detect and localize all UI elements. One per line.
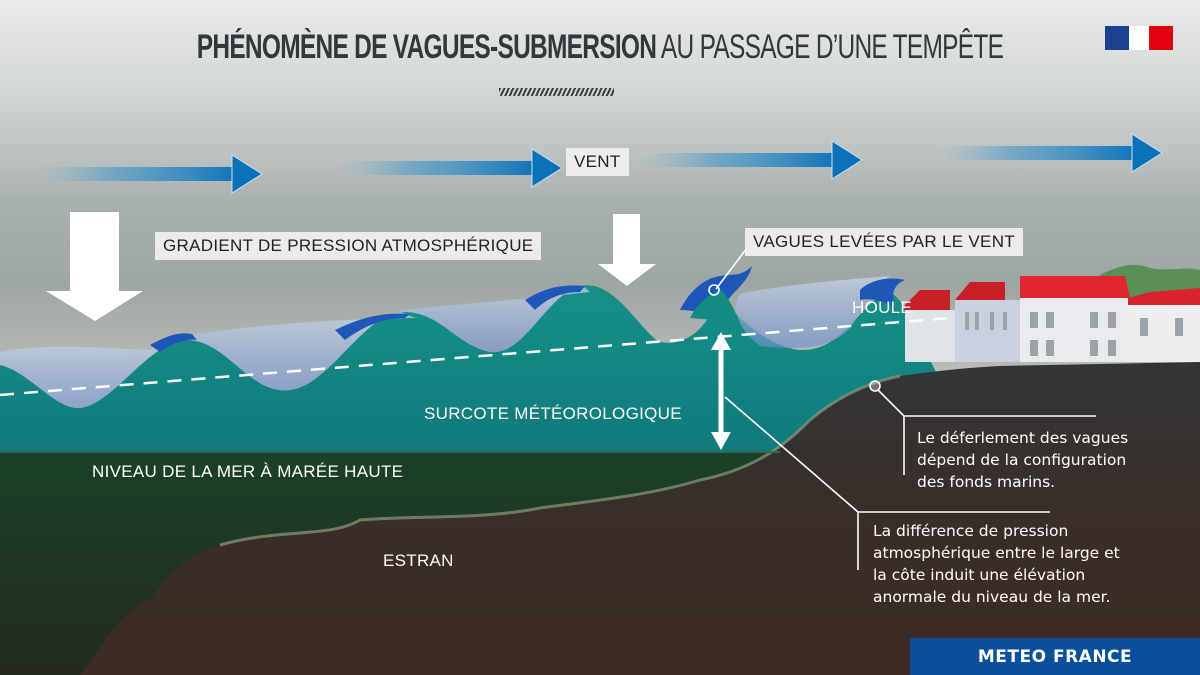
leader-lines bbox=[708, 247, 1096, 570]
note-pressure-difference: La différence de pression atmosphérique … bbox=[873, 522, 1120, 606]
label-wind: VENT bbox=[566, 148, 629, 176]
double-arrow-icon bbox=[711, 332, 731, 450]
title-light: AU PASSAGE D’UNE TEMPÊTE bbox=[656, 28, 1004, 66]
pressure-arrow-icon bbox=[598, 214, 656, 286]
note-breaking-waves: Le déferlement des vagues dépend de la c… bbox=[917, 429, 1129, 491]
wind-arrow-icon bbox=[340, 148, 563, 188]
label-foreshore: ESTRAN bbox=[383, 551, 454, 570]
label-storm-surge: SURCOTE MÉTÉOROLOGIQUE bbox=[424, 404, 682, 423]
coastal-buildings bbox=[905, 264, 1200, 362]
wind-arrow-icon bbox=[940, 133, 1163, 173]
wind-arrows bbox=[40, 133, 1163, 194]
page-title: PHÉNOMÈNE DE VAGUES-SUBMERSION AU PASSAG… bbox=[168, 28, 1032, 67]
surge-level-line bbox=[0, 316, 951, 397]
ground bbox=[0, 362, 1200, 675]
title-bold: PHÉNOMÈNE DE VAGUES-SUBMERSION bbox=[196, 28, 657, 66]
wind-wave-body bbox=[690, 290, 740, 322]
meteo-france-brand: METEO FRANCE bbox=[910, 638, 1200, 675]
label-pressure-gradient: GRADIENT DE PRESSION ATMOSPHÉRIQUE bbox=[155, 232, 542, 260]
wind-arrow-icon bbox=[40, 154, 263, 194]
pressure-arrow-icon bbox=[46, 212, 143, 321]
label-wind-waves: VAGUES LEVÉES PAR LE VENT bbox=[745, 228, 1023, 256]
title-underline-divider bbox=[499, 88, 614, 96]
republique-francaise-logo bbox=[1105, 26, 1173, 50]
label-high-tide-level: NIVEAU DE LA MER À MARÉE HAUTE bbox=[92, 462, 404, 481]
shoreline bbox=[219, 374, 901, 547]
label-swell: HOULE bbox=[852, 298, 913, 317]
wind-arrow-icon bbox=[640, 140, 863, 180]
